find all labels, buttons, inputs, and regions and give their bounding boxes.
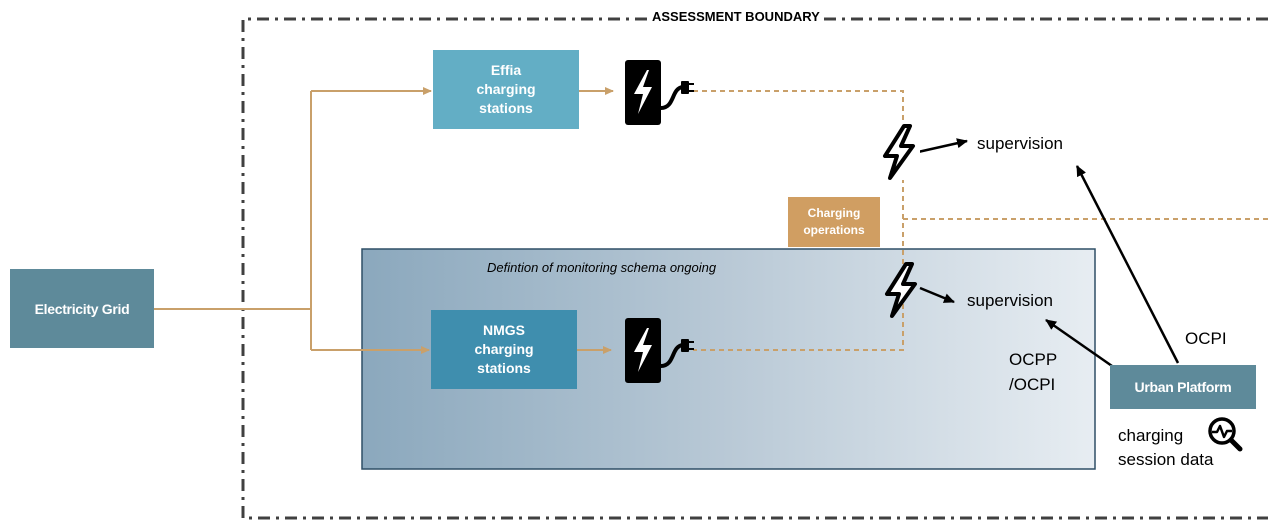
nmgs-label-line1: NMGS: [483, 322, 525, 338]
nmgs-label-line2: charging: [474, 341, 534, 357]
supervision-label-bottom: supervision: [967, 291, 1053, 310]
ocpp-label: OCPP /OCPI: [1009, 347, 1057, 397]
boundary-title: ASSESSMENT BOUNDARY: [648, 9, 824, 24]
session-label-line1: charging: [1118, 426, 1184, 445]
effia-label-line1: Effia: [490, 62, 522, 78]
effia-label-line2: charging: [476, 81, 536, 97]
session-data-label: charging session data: [1118, 424, 1213, 472]
charging-ops-line2: operations: [803, 223, 865, 237]
charging-data-lines: [693, 90, 1268, 351]
charging-operations-box: Charging operations: [788, 197, 880, 247]
grid-feed-lines: [154, 87, 614, 354]
magnifier-chart-icon: [1208, 417, 1243, 452]
lightning-icon: [880, 124, 920, 180]
nmgs-stations-box: NMGS charging stations: [431, 310, 577, 389]
session-label-line2: session data: [1118, 450, 1214, 469]
effia-label-line3: stations: [479, 100, 533, 116]
lightning-icon: [885, 262, 917, 318]
monitoring-note: Defintion of monitoring schema ongoing: [487, 260, 717, 275]
charging-ops-line1: Charging: [807, 206, 861, 220]
ev-charger-icon: [625, 318, 694, 383]
nmgs-label-line3: stations: [477, 360, 531, 376]
ocpi-label: OCPI: [1185, 329, 1227, 348]
effia-stations-box: Effia charging stations: [433, 50, 579, 129]
ocpp-label-line2: /OCPI: [1009, 375, 1056, 394]
ocpp-label-line1: OCPP: [1009, 350, 1058, 369]
electricity-grid-box: Electricity Grid: [10, 269, 154, 348]
supervision-label-top: supervision: [977, 134, 1063, 153]
assessment-boundary: [241, 17, 1268, 520]
urban-platform-box: Urban Platform: [1110, 365, 1256, 409]
ev-charger-icon: [625, 60, 694, 125]
supervision-arrows: [917, 138, 1180, 368]
